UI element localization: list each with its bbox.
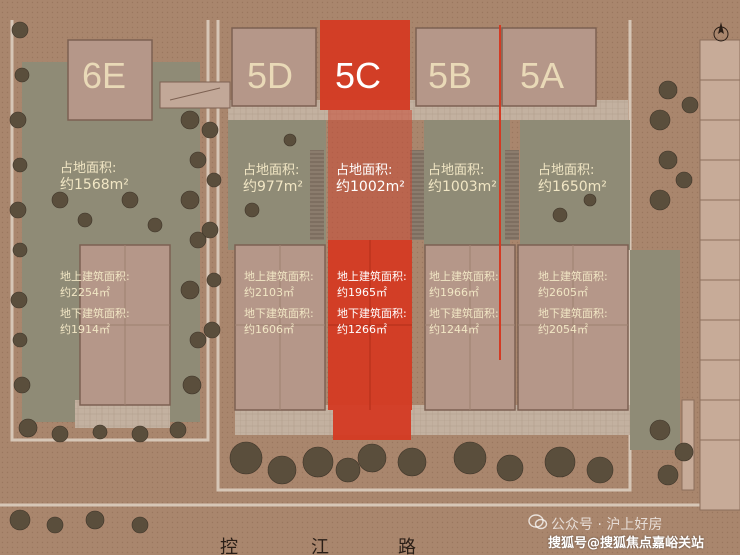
land-area-value: 约1003m² [428,179,497,195]
land-area-5a: 占地面积: 约1650m² [538,162,607,196]
below-ground-area-label: 地下建筑面积: [60,307,130,320]
above-ground-area-5c: 地上建筑面积: 约1965㎡ [337,269,407,301]
below-ground-area-value: 约2054㎡ [538,323,588,336]
above-ground-area-5a: 地上建筑面积: 约2605㎡ [538,269,608,301]
road-name-char: 江 [311,537,329,555]
below-ground-area-label: 地下建筑面积: [244,307,314,320]
watermark-main: 搜狐号@搜狐焦点嘉峪关站 [548,536,705,551]
above-ground-area-5d: 地上建筑面积: 约2103㎡ [244,269,314,301]
below-ground-area-5d: 地下建筑面积: 约1606㎡ [244,306,314,338]
above-ground-area-value: 约2254㎡ [60,286,110,299]
below-ground-area-5a: 地下建筑面积: 约2054㎡ [538,306,608,338]
below-ground-area-value: 约1244㎡ [429,323,479,336]
above-ground-area-value: 约1966㎡ [429,286,479,299]
land-area-6e: 占地面积: 约1568m² [60,160,129,194]
below-ground-area-label: 地下建筑面积: [429,307,499,320]
north-arrow-icon [713,22,729,42]
land-area-value: 约977m² [243,179,303,195]
below-ground-area-5b: 地下建筑面积: 约1244㎡ [429,306,499,338]
above-ground-area-5b: 地上建筑面积: 约1966㎡ [429,269,499,301]
unit-label-5d: 5D [247,55,294,96]
unit-label-5b: 5B [428,55,473,96]
road-name-char: 路 [398,537,416,555]
below-ground-area-value: 约1266㎡ [337,323,387,336]
land-area-label: 占地面积: [336,163,393,178]
above-ground-area-label: 地上建筑面积: [429,270,499,283]
below-ground-area-6e: 地下建筑面积: 约1914㎡ [60,306,130,338]
land-area-label: 占地面积: [428,163,485,178]
below-ground-area-5c: 地下建筑面积: 约1266㎡ [337,306,407,338]
below-ground-area-value: 约1914㎡ [60,323,110,336]
land-area-value: 约1002m² [336,179,405,195]
above-ground-area-value: 约2103㎡ [244,286,294,299]
above-ground-area-label: 地上建筑面积: [538,270,608,283]
above-ground-area-value: 约1965㎡ [337,286,387,299]
road-name-char: 控 [220,537,238,555]
unit-label-5a: 5A [520,55,565,96]
unit-label-5c: 5C [335,55,382,96]
wechat-icon [528,514,548,530]
land-area-value: 约1568m² [60,177,129,193]
land-area-5b: 占地面积: 约1003m² [428,162,497,196]
land-area-label: 占地面积: [60,161,117,176]
above-ground-area-value: 约2605㎡ [538,286,588,299]
land-area-label: 占地面积: [243,163,300,178]
above-ground-area-label: 地上建筑面积: [60,270,130,283]
land-area-5c: 占地面积: 约1002m² [336,162,405,196]
unit-label-6e: 6E [82,55,127,96]
land-area-5d: 占地面积: 约977m² [243,162,303,196]
below-ground-area-label: 地下建筑面积: [337,307,407,320]
above-ground-area-label: 地上建筑面积: [337,270,407,283]
watermark-faint: 公众号 · 沪上好房 [551,517,663,533]
land-area-label: 占地面积: [538,163,595,178]
land-area-value: 约1650m² [538,179,607,195]
below-ground-area-label: 地下建筑面积: [538,307,608,320]
above-ground-area-6e: 地上建筑面积: 约2254㎡ [60,269,130,301]
below-ground-area-value: 约1606㎡ [244,323,294,336]
above-ground-area-label: 地上建筑面积: [244,270,314,283]
